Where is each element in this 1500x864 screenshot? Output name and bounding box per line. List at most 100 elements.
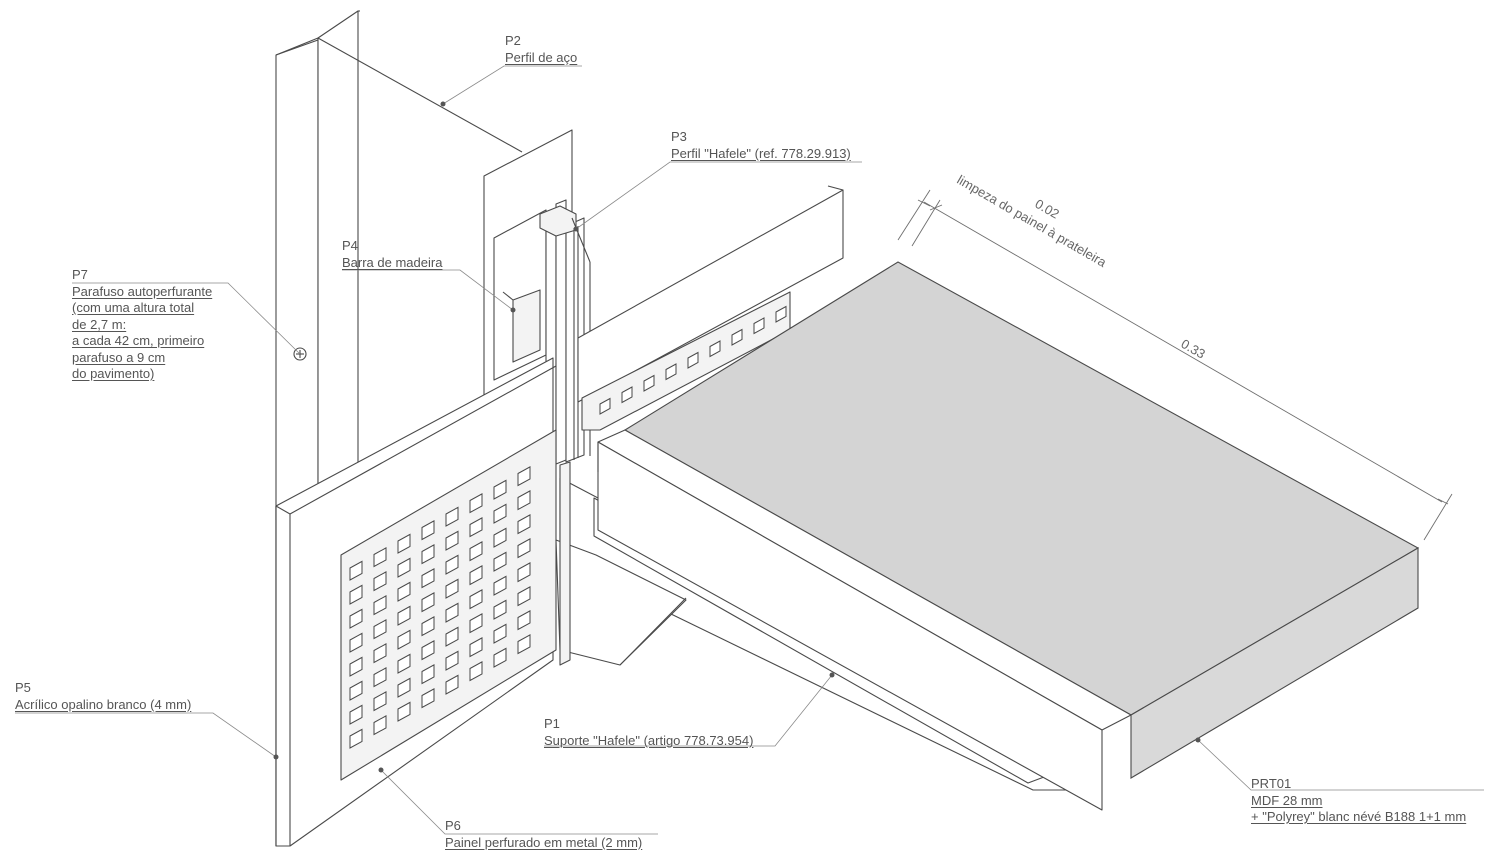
- shelf: [597, 261, 1420, 811]
- label-p7-line: (com uma altura total: [72, 300, 195, 315]
- perforation-hole: [493, 599, 507, 620]
- label-prt01-code: PRT01: [1251, 776, 1292, 791]
- perforation-hole: [517, 634, 531, 655]
- label-p6-code: P6: [445, 818, 461, 833]
- perforation-hole: [349, 584, 363, 605]
- perforation-hole: [421, 688, 435, 709]
- label-p6: P6 Painel perfurado em metal (2 mm): [445, 818, 642, 851]
- perforation-hole: [493, 503, 507, 524]
- perforation-hole: [621, 386, 633, 404]
- perforation-hole: [373, 643, 387, 664]
- perforation-hole: [397, 701, 411, 722]
- label-p7-line: do pavimento): [72, 366, 155, 381]
- perforation-hole: [493, 647, 507, 668]
- perforation-hole: [421, 592, 435, 613]
- perforation-hole: [469, 493, 483, 514]
- label-p3-desc: Perfil "Hafele" (ref. 778.29.913): [671, 145, 851, 161]
- perforation-hole: [373, 691, 387, 712]
- label-prt01-line: MDF 28 mm: [1251, 792, 1323, 808]
- label-p4: P4 Barra de madeira: [342, 238, 442, 271]
- label-p1-desc: Suporte "Hafele" (artigo 778.73.954): [544, 732, 754, 748]
- leader-lines: [15, 65, 1484, 835]
- perforation-hole: [493, 551, 507, 572]
- perforation-hole: [373, 667, 387, 688]
- perforation-hole: [445, 650, 459, 671]
- label-p7-line: Parafuso autoperfurante: [72, 283, 213, 299]
- perforation-hole: [445, 602, 459, 623]
- perforation-hole: [397, 677, 411, 698]
- perforation-hole: [517, 586, 531, 607]
- perforation-hole: [349, 680, 363, 701]
- perforation-hole: [349, 656, 363, 677]
- label-p7-line: de 2,7 m:: [72, 316, 127, 332]
- perforation-hole: [349, 728, 363, 749]
- perforation-hole: [731, 328, 743, 346]
- perforation-hole: [493, 527, 507, 548]
- perforation-hole: [709, 340, 721, 358]
- label-p3-code: P3: [671, 129, 687, 144]
- perforation-hole: [373, 595, 387, 616]
- perforation-hole: [517, 610, 531, 631]
- label-p7-line: a cada 42 cm, primeiro: [72, 333, 205, 348]
- perforation-hole: [517, 490, 531, 511]
- label-p2-desc: Perfil de aço: [505, 49, 578, 65]
- perforation-hole: [517, 538, 531, 559]
- perforation-hole: [517, 562, 531, 583]
- perforation-hole: [517, 514, 531, 535]
- perforation-hole: [687, 351, 699, 369]
- perforation-hole: [421, 616, 435, 637]
- perforation-hole: [373, 547, 387, 568]
- perforation-hole: [397, 581, 411, 602]
- perforation-hole: [469, 661, 483, 682]
- perforation-hole: [445, 554, 459, 575]
- perforation-hole: [493, 623, 507, 644]
- perforation-hole: [445, 674, 459, 695]
- label-p2-code: P2: [505, 33, 521, 48]
- perforation-hole: [397, 629, 411, 650]
- perforation-hole: [445, 578, 459, 599]
- perforation-hole: [493, 575, 507, 596]
- perforation-hole: [349, 608, 363, 629]
- perforation-hole: [421, 520, 435, 541]
- label-p6-desc: Painel perfurado em metal (2 mm): [445, 834, 643, 850]
- label-p5: P5 Acrílico opalino branco (4 mm): [15, 680, 191, 713]
- perforation-hole: [753, 317, 765, 335]
- perforation-hole: [517, 466, 531, 487]
- label-p4-desc: Barra de madeira: [342, 254, 443, 270]
- perforation-hole: [421, 640, 435, 661]
- label-p2: P2 Perfil de aço: [505, 33, 577, 66]
- perforation-hole: [665, 363, 677, 381]
- perforated-metal-panel: [340, 429, 557, 781]
- perforation-hole: [421, 664, 435, 685]
- perforation-hole: [445, 626, 459, 647]
- perforation-hole: [373, 619, 387, 640]
- label-p7-line: parafuso a 9 cm: [72, 349, 166, 365]
- label-p1: P1 Suporte "Hafele" (artigo 778.73.954): [544, 716, 753, 749]
- label-p7: P7 Parafuso autoperfurante (com uma altu…: [72, 267, 212, 383]
- dimension-lines: [897, 189, 1453, 541]
- perforation-hole: [373, 571, 387, 592]
- perforation-hole: [397, 605, 411, 626]
- back-perforated-strip: [581, 291, 791, 431]
- perforation-hole: [469, 637, 483, 658]
- perforation-hole: [421, 544, 435, 565]
- label-prt01: PRT01 MDF 28 mm + "Polyrey" blanc névé B…: [1251, 776, 1466, 826]
- steel-profile: [275, 10, 523, 521]
- perforation-hole: [599, 397, 611, 415]
- label-p1-code: P1: [544, 716, 560, 731]
- label-p3: P3 Perfil "Hafele" (ref. 778.29.913): [671, 129, 851, 162]
- label-p5-code: P5: [15, 680, 31, 695]
- perforation-hole: [349, 632, 363, 653]
- back-panel: [577, 185, 844, 403]
- perforation-hole: [397, 557, 411, 578]
- perforation-hole: [445, 506, 459, 527]
- label-p7-code: P7: [72, 267, 88, 282]
- perforation-hole: [469, 517, 483, 538]
- perforation-hole: [349, 560, 363, 581]
- perforation-hole: [373, 715, 387, 736]
- label-prt01-line: + "Polyrey" blanc névé B188 1+1 mm: [1251, 809, 1467, 824]
- perforation-hole: [397, 533, 411, 554]
- perforation-hole: [469, 541, 483, 562]
- perforation-hole: [493, 479, 507, 500]
